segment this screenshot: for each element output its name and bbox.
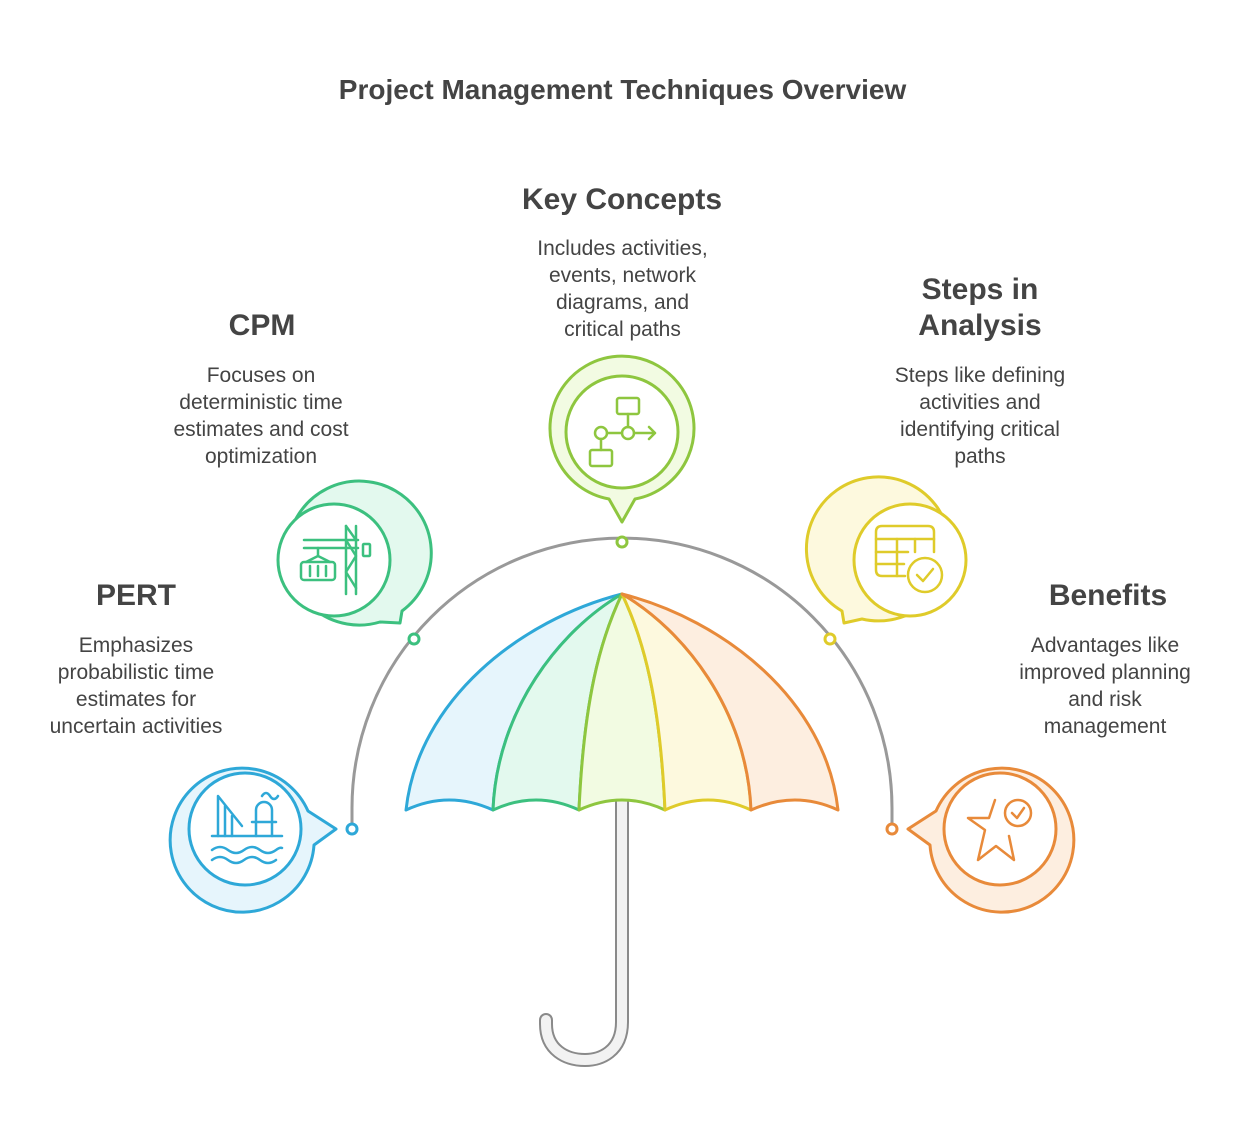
key-concepts-title: Key Concepts [521,183,723,216]
flowchart-network-icon [588,396,657,468]
benefits-description: Advantages like improved planning and ri… [1019,634,1191,738]
pert-title: PERT [95,579,176,612]
cpm-bubble [276,479,433,627]
key-concepts-bubble [548,354,696,524]
cpm-connector [407,632,421,646]
page-title: Project Management Techniques Overview [338,74,907,105]
key-concepts-description: Includes activities, events, network dia… [537,237,708,341]
steps-connector [823,632,837,646]
steps-bubble [804,475,968,625]
cpm-title: CPM [228,309,296,342]
key-concepts-connector [615,535,629,549]
pert-bubble [168,766,338,914]
steps-title: Steps in Analysis [918,273,1042,342]
star-check-icon [966,798,1033,862]
benefits-bubble [906,766,1076,914]
steps-description: Steps like defining activities and ident… [894,364,1066,468]
umbrella-canopy [404,592,840,812]
construction-crane-icon [299,524,372,596]
cpm-description: Focuses on deterministic time estimates … [173,364,349,468]
pert-description: Emphasizes probabilistic time estimates … [49,634,223,738]
table-checklist-icon [874,524,944,594]
benefits-connector [885,822,899,836]
offshore-oil-platform-icon [210,791,284,865]
pert-connector [345,822,359,836]
umbrella-handle [539,793,629,1068]
benefits-title: Benefits [1048,579,1168,612]
